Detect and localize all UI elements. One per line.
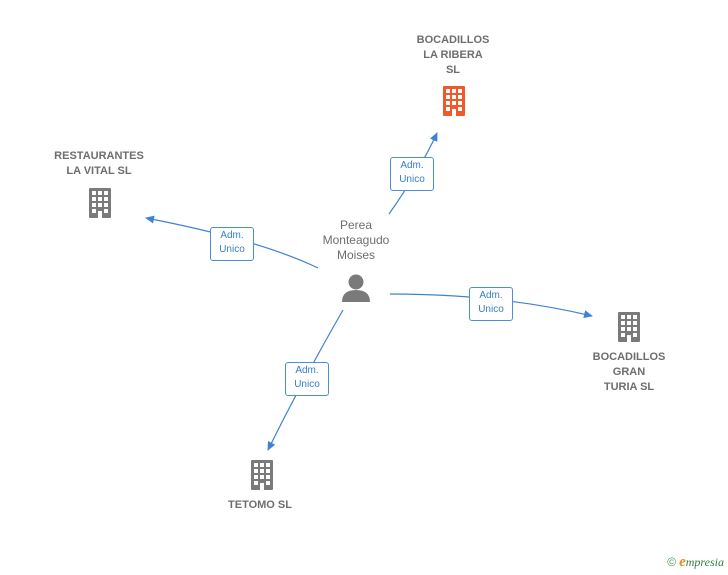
building-icon[interactable] xyxy=(618,312,640,342)
building-icon[interactable] xyxy=(251,460,273,490)
company-label-bocadillos-la-ribera[interactable]: BOCADILLOS LA RIBERA SL xyxy=(416,34,490,76)
person-icon[interactable] xyxy=(342,274,370,303)
building-icon[interactable] xyxy=(89,188,111,218)
relation-label: Adm. Unico xyxy=(285,362,329,396)
brand-name: mpresia xyxy=(685,555,724,569)
brand-footer: © empresia xyxy=(667,554,724,571)
company-label-bocadillos-gran-turia[interactable]: BOCADILLOS GRAN TURIA SL xyxy=(592,351,666,393)
brand-logo-icon: e xyxy=(679,554,686,570)
relation-label: Adm. Unico xyxy=(210,227,254,261)
relation-label: Adm. Unico xyxy=(390,157,434,191)
copyright-symbol: © xyxy=(667,555,677,569)
building-icon[interactable] xyxy=(443,86,465,116)
person-name[interactable]: Perea Monteagudo Moises xyxy=(322,218,390,262)
company-label-tetomo[interactable]: TETOMO SL xyxy=(228,499,292,511)
relation-label: Adm. Unico xyxy=(469,287,513,321)
company-label-restaurantes-la-vital[interactable]: RESTAURANTES LA VITAL SL xyxy=(54,150,144,177)
